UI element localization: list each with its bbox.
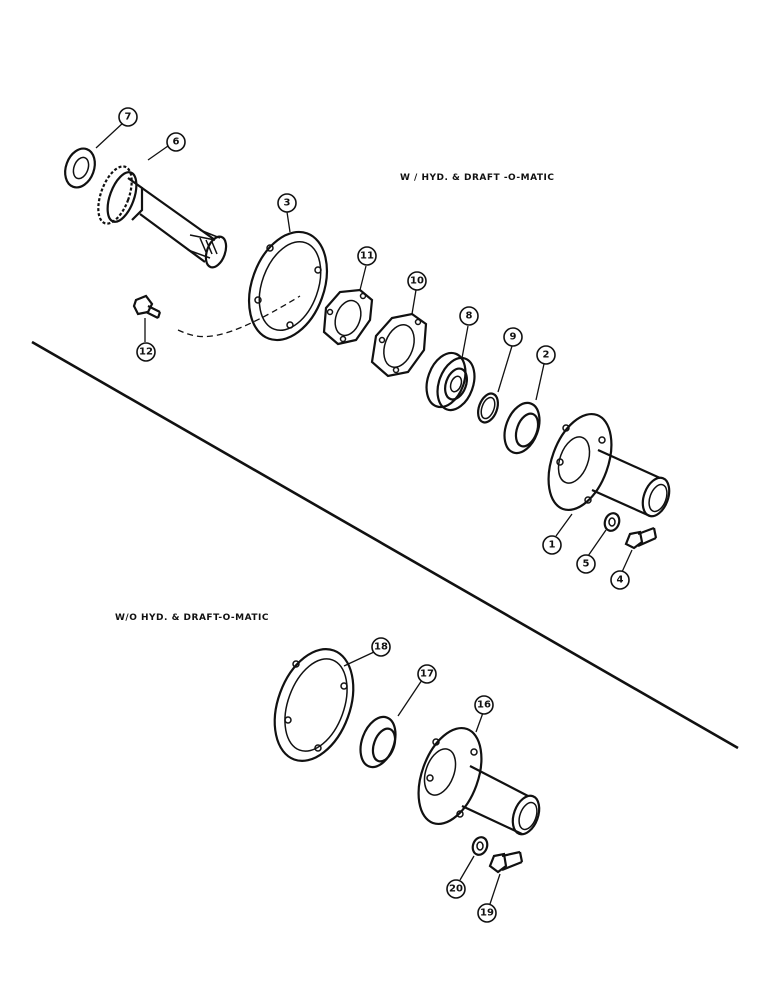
hub-part-16 — [417, 726, 541, 836]
callout-4: 4 — [610, 570, 630, 590]
svg-text:10: 10 — [410, 276, 424, 287]
callout-11: 11 — [357, 246, 377, 266]
callout-1: 1 — [542, 535, 562, 555]
section-divider-line — [31, 340, 739, 750]
washer-part-20 — [471, 836, 489, 856]
callout-2: 2 — [536, 345, 556, 365]
cap-screw-part-19 — [488, 850, 524, 874]
heading-with-hydraulic: W / HYD. & DRAFT -O-MATIC — [400, 173, 554, 183]
svg-text:17: 17 — [420, 669, 434, 680]
seal-part-17 — [359, 715, 397, 769]
callout-6: 6 — [166, 132, 186, 152]
callout-9: 9 — [503, 327, 523, 347]
retainer-part-10 — [370, 312, 428, 378]
seal-part-7 — [64, 147, 96, 189]
svg-text:11: 11 — [360, 251, 374, 262]
callout-3: 3 — [277, 193, 297, 213]
svg-text:2: 2 — [543, 350, 550, 361]
svg-text:16: 16 — [477, 700, 491, 711]
callout-17: 17 — [417, 664, 437, 684]
callout-5: 5 — [576, 554, 596, 574]
callout-7: 7 — [118, 107, 138, 127]
washer-part-5 — [603, 512, 621, 532]
svg-text:9: 9 — [510, 332, 517, 343]
svg-text:4: 4 — [617, 575, 624, 586]
gear-shaft-part-6 — [97, 165, 228, 269]
svg-text:1: 1 — [549, 540, 556, 551]
svg-text:7: 7 — [125, 112, 132, 123]
bolt-path-dashed — [177, 295, 301, 338]
bolt-part-12 — [132, 294, 162, 319]
snap-ring-part-9 — [477, 392, 499, 424]
callout-20: 20 — [446, 879, 466, 899]
gasket-part-18 — [273, 648, 355, 762]
seal-part-2 — [503, 401, 541, 455]
callout-10: 10 — [407, 271, 427, 291]
hub-part-1 — [547, 412, 671, 518]
svg-text:18: 18 — [374, 642, 388, 653]
callout-8: 8 — [459, 306, 479, 326]
svg-text:19: 19 — [480, 908, 494, 919]
callout-leaders — [95, 121, 633, 905]
gasket-part-3 — [248, 230, 328, 342]
callout-19: 19 — [477, 903, 497, 923]
cap-screw-part-4 — [624, 526, 658, 550]
svg-text:3: 3 — [284, 198, 291, 209]
heading-without-hydraulic: W/O HYD. & DRAFT-O-MATIC — [115, 613, 269, 623]
plate-part-11 — [322, 288, 374, 346]
svg-text:8: 8 — [466, 311, 473, 322]
bearing-part-8 — [425, 351, 476, 412]
callout-18: 18 — [371, 637, 391, 657]
svg-text:6: 6 — [173, 137, 180, 148]
callout-16: 16 — [474, 695, 494, 715]
callout-12: 12 — [136, 342, 156, 362]
svg-text:20: 20 — [449, 884, 463, 895]
svg-text:5: 5 — [583, 559, 590, 570]
svg-text:12: 12 — [139, 347, 153, 358]
